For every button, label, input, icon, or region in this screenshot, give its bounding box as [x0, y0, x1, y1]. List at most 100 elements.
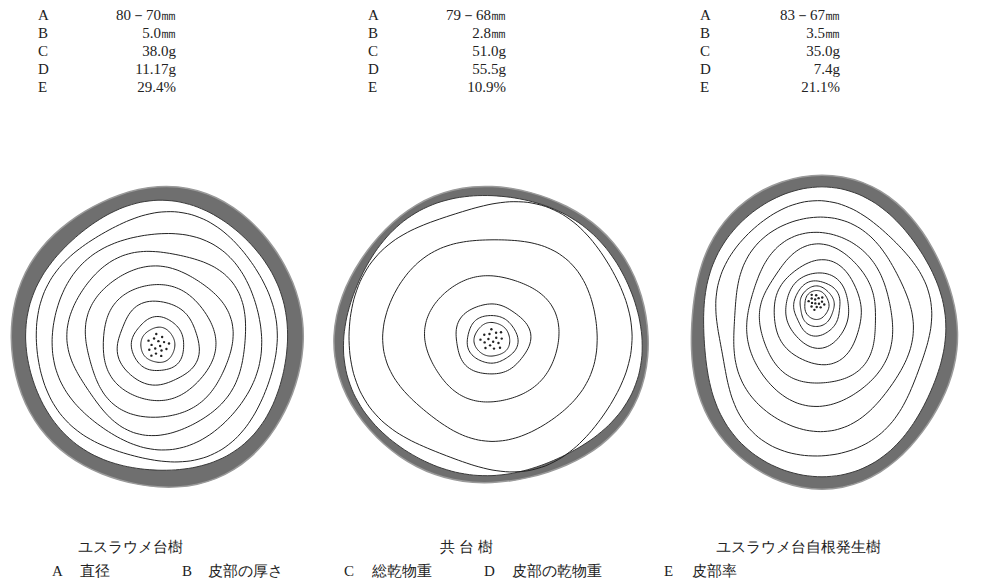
growth-ring [800, 286, 834, 327]
item-letter: B [38, 24, 48, 42]
pith-dot [163, 341, 165, 343]
measure-value: 5.0㎜ [142, 24, 176, 42]
pith-dot [499, 347, 501, 349]
item-letter: A [38, 6, 49, 24]
measure-value: 11.17g [135, 60, 176, 78]
pith-dot [821, 296, 823, 298]
growth-ring [474, 322, 510, 356]
growth-ring [794, 281, 840, 336]
item-letter: B [700, 24, 710, 42]
pith-dot [150, 354, 152, 356]
growth-ring [117, 301, 199, 385]
specimen-caption: 共 台 樹 [440, 538, 493, 556]
pith-dot [811, 302, 813, 304]
pith-dot [160, 349, 162, 351]
growth-ring [456, 304, 531, 374]
growth-ring [141, 327, 175, 362]
measure-value: 29.4% [137, 78, 176, 96]
growth-ring [467, 316, 518, 364]
pith-dot [810, 297, 812, 299]
pith-dot [155, 333, 157, 335]
pith-dot [813, 309, 815, 311]
pith-dot [810, 305, 812, 307]
growth-ring [85, 266, 233, 417]
growth-ring [349, 202, 632, 472]
pith-dot [488, 333, 490, 335]
pith-dot [147, 339, 149, 341]
key-description: 皮部率 [692, 562, 737, 580]
measure-value: 80－70㎜ [116, 6, 176, 24]
item-letter: E [38, 78, 47, 96]
wood-area [704, 187, 946, 477]
trunk-disc [691, 175, 957, 489]
measure-value: 51.0g [472, 42, 506, 60]
item-letter: B [368, 24, 378, 42]
pith-dot [818, 303, 820, 305]
growth-rings [716, 201, 932, 456]
measure-value: 79－68㎜ [446, 6, 506, 24]
key-description: 直径 [80, 562, 110, 580]
growth-ring [67, 251, 246, 435]
pith-dot [154, 347, 156, 349]
pith-dot [823, 303, 825, 305]
item-letter: C [38, 42, 48, 60]
pith-dot [159, 345, 161, 347]
growth-ring [734, 217, 914, 432]
pith-dot [817, 297, 819, 299]
pith-dot [484, 347, 486, 349]
growth-ring [747, 232, 893, 406]
measure-value: 38.0g [142, 42, 176, 60]
pith-dot [807, 300, 809, 302]
pith-dot [811, 294, 813, 296]
item-letter: C [700, 42, 710, 60]
measure-value: 35.0g [806, 42, 840, 60]
measure-value: 7.4g [814, 60, 840, 78]
item-letter: D [368, 60, 379, 78]
pith-dot [500, 331, 502, 333]
pith-dot [489, 344, 491, 346]
pith-dot [148, 348, 150, 350]
pith-dot [483, 341, 485, 343]
key-letter: B [182, 562, 192, 580]
growth-ring [805, 291, 829, 320]
pith-dot [155, 352, 157, 354]
pith-dot [501, 337, 503, 339]
item-letter: D [700, 60, 711, 78]
growth-ring [36, 212, 277, 462]
growth-ring [716, 201, 932, 456]
item-letter: A [368, 6, 379, 24]
pith-dot [165, 348, 167, 350]
pith-dot [497, 342, 499, 344]
item-letter: A [700, 6, 711, 24]
bark-outer [691, 175, 957, 489]
growth-rings [349, 202, 632, 472]
key-letter: D [484, 562, 495, 580]
pith-dots [807, 294, 825, 311]
growth-ring [103, 285, 216, 401]
pith-dot [479, 338, 481, 340]
pith-dots [147, 333, 170, 357]
item-letter: E [700, 78, 709, 96]
growth-ring [759, 244, 875, 383]
growth-ring [383, 240, 598, 442]
pith-dot [492, 341, 494, 343]
bark-outer [11, 187, 303, 487]
growth-rings [36, 212, 277, 462]
pith-dot [816, 306, 818, 308]
item-letter: C [368, 42, 378, 60]
growth-ring [786, 273, 849, 348]
growth-ring [425, 276, 559, 402]
key-letter: C [344, 562, 354, 580]
item-letter: D [38, 60, 49, 78]
measure-value: 2.8㎜ [472, 24, 506, 42]
key-letter: E [664, 562, 673, 580]
pith-dot [153, 337, 155, 339]
wood-area [26, 200, 288, 470]
key-description: 総乾物重 [372, 562, 432, 580]
growth-ring [131, 317, 183, 371]
pith-dot [490, 328, 492, 330]
pith-dot [483, 334, 485, 336]
pith-dot [819, 306, 821, 308]
growth-ring [774, 260, 861, 365]
